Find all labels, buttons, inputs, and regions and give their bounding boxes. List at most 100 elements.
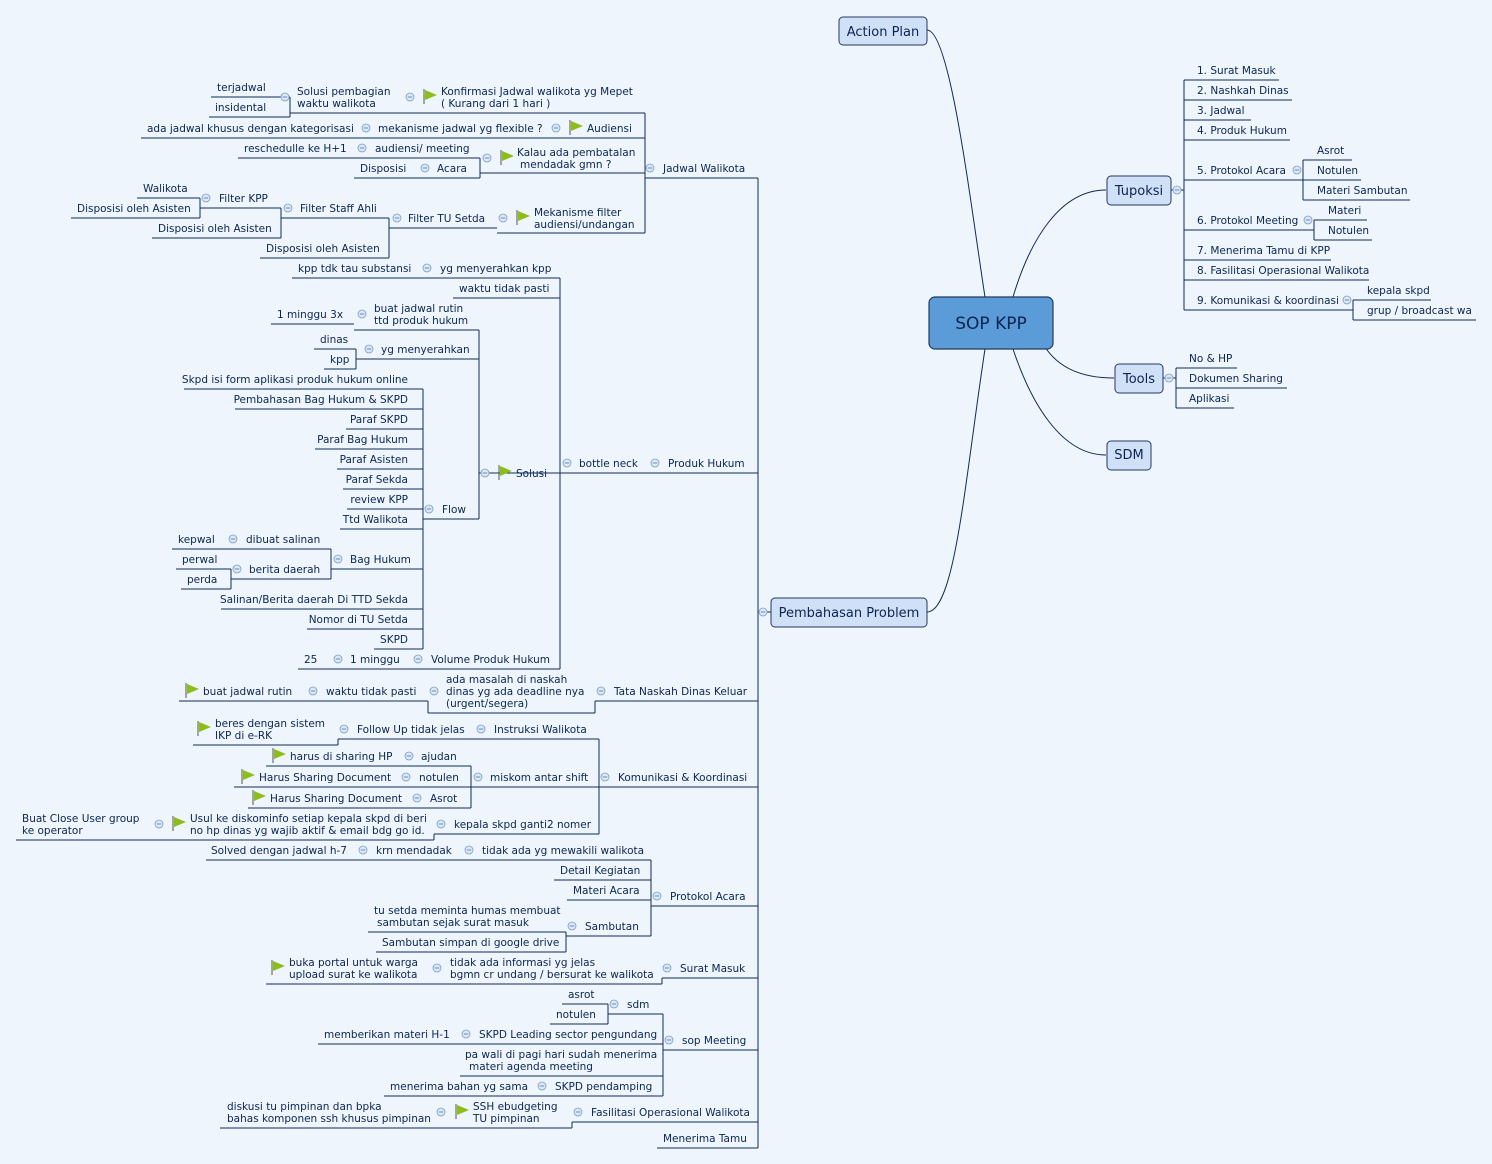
node-label[interactable]: reschedulle ke H+1 xyxy=(244,143,347,155)
collapse-icon[interactable] xyxy=(464,845,474,855)
collapse-icon[interactable] xyxy=(424,504,434,514)
node-label[interactable]: mendadak gmn ? xyxy=(520,159,611,171)
node-label[interactable]: Menerima Tamu xyxy=(663,1133,747,1145)
node-label[interactable]: sop Meeting xyxy=(682,1035,746,1047)
node-label[interactable]: Solusi pembagian xyxy=(297,86,391,98)
collapse-icon[interactable] xyxy=(652,891,662,901)
collapse-icon[interactable] xyxy=(228,534,238,544)
collapse-icon[interactable] xyxy=(480,468,490,478)
collapse-icon[interactable] xyxy=(1342,295,1352,305)
node-label[interactable]: beres dengan sistem xyxy=(215,718,325,730)
node-label[interactable]: 8. Fasilitasi Operasional Walikota xyxy=(1197,265,1369,277)
node-label[interactable]: asrot xyxy=(568,989,595,1001)
node-label[interactable]: Konfirmasi Jadwal walikota yg Mepet xyxy=(441,86,633,98)
collapse-icon[interactable] xyxy=(596,686,606,696)
node-label[interactable]: kpp xyxy=(330,354,350,366)
node-label[interactable]: Harus Sharing Document xyxy=(259,772,391,784)
node-label[interactable]: 1. Surat Masuk xyxy=(1197,65,1277,77)
node-label[interactable]: mekanisme jadwal yg flexible ? xyxy=(378,123,543,135)
node-label[interactable]: ada masalah di naskah xyxy=(446,674,567,686)
node-label[interactable]: berita daerah xyxy=(249,564,320,576)
flow-step[interactable]: Ttd Walikota xyxy=(342,514,408,526)
collapse-icon[interactable] xyxy=(662,963,672,973)
node-label[interactable]: Filter TU Setda xyxy=(408,213,485,225)
node-label[interactable]: Tata Naskah Dinas Keluar xyxy=(613,686,748,698)
node-label[interactable]: No & HP xyxy=(1189,353,1232,365)
collapse-icon[interactable] xyxy=(1292,165,1302,175)
collapse-icon[interactable] xyxy=(308,686,318,696)
node-label[interactable]: Fasilitasi Operasional Walikota xyxy=(591,1107,750,1119)
topic-tupoksi[interactable]: Tupoksi xyxy=(1106,175,1172,206)
node-label[interactable]: Bag Hukum xyxy=(350,554,411,566)
node-label[interactable]: menerima bahan yg sama xyxy=(390,1081,528,1093)
node-label[interactable]: tidak ada informasi yg jelas xyxy=(450,957,595,969)
node-label[interactable]: kepala skpd xyxy=(1367,285,1430,297)
node-label[interactable]: Materi Sambutan xyxy=(1317,185,1408,197)
node-label[interactable]: Buat Close User group xyxy=(22,813,140,825)
collapse-icon[interactable] xyxy=(339,724,349,734)
node-label[interactable]: kepala skpd ganti2 nomer xyxy=(454,819,592,831)
node-label[interactable]: Produk Hukum xyxy=(668,458,745,470)
collapse-icon[interactable] xyxy=(476,724,486,734)
node-label[interactable]: Follow Up tidak jelas xyxy=(357,724,465,736)
collapse-icon[interactable] xyxy=(412,793,422,803)
collapse-icon[interactable] xyxy=(405,92,415,102)
node-label[interactable]: ajudan xyxy=(421,751,457,763)
node-label[interactable]: Flow xyxy=(442,504,466,516)
node-label[interactable]: 1 minggu xyxy=(350,654,400,666)
node-label[interactable]: perwal xyxy=(182,554,217,566)
node-label[interactable]: Disposisi xyxy=(360,163,406,175)
node-label[interactable]: sambutan sejak surat masuk xyxy=(377,917,530,929)
node-label[interactable]: 7. Menerima Tamu di KPP xyxy=(1197,245,1330,257)
flow-step[interactable]: Paraf Asisten xyxy=(340,454,408,466)
node-label[interactable]: bgmn cr undang / bersurat ke walikota xyxy=(450,969,654,981)
node-label[interactable]: tu setda meminta humas membuat xyxy=(374,905,561,917)
node-label[interactable]: 6. Protokol Meeting xyxy=(1197,215,1298,227)
node-label[interactable]: no hp dinas yg wajib aktif & email bdg g… xyxy=(190,825,425,837)
collapse-icon[interactable] xyxy=(567,921,577,931)
node-label[interactable]: Sambutan simpan di google drive xyxy=(382,937,559,949)
node-label[interactable]: SKPD pendamping xyxy=(555,1081,652,1093)
node-label[interactable]: krn mendadak xyxy=(376,845,453,857)
node-label[interactable]: Disposisi oleh Asisten xyxy=(266,243,380,255)
collapse-icon[interactable] xyxy=(392,213,402,223)
node-label[interactable]: buat jadwal rutin xyxy=(374,303,463,315)
node-label[interactable]: dinas yg ada deadline nya xyxy=(446,686,584,698)
collapse-icon[interactable] xyxy=(283,203,293,213)
collapse-icon[interactable] xyxy=(432,963,442,973)
node-label[interactable]: SKPD Leading sector pengundang xyxy=(479,1029,657,1041)
collapse-icon[interactable] xyxy=(401,772,411,782)
node-label[interactable]: notulen xyxy=(556,1009,596,1021)
node-label[interactable]: grup / broadcast wa xyxy=(1367,305,1472,317)
node-label[interactable]: Kalau ada pembatalan xyxy=(517,147,635,159)
collapse-icon[interactable] xyxy=(645,163,655,173)
node-label[interactable]: ada jadwal khusus dengan kategorisasi xyxy=(147,123,354,135)
collapse-icon[interactable] xyxy=(436,1107,446,1117)
node-label[interactable]: Protokol Acara xyxy=(670,891,746,903)
collapse-icon[interactable] xyxy=(537,1081,547,1091)
node-label[interactable]: bahas komponen ssh khusus pimpinan xyxy=(227,1113,431,1125)
node-label[interactable]: Asrot xyxy=(1317,145,1344,157)
collapse-icon[interactable] xyxy=(1303,215,1313,225)
node-label[interactable]: Surat Masuk xyxy=(680,963,746,975)
node-label[interactable]: audiensi/undangan xyxy=(534,219,635,231)
collapse-icon[interactable] xyxy=(461,1029,471,1039)
collapse-icon[interactable] xyxy=(436,819,446,829)
collapse-icon[interactable] xyxy=(333,554,343,564)
node-label[interactable]: kepwal xyxy=(178,534,215,546)
node-label[interactable]: Nomor di TU Setda xyxy=(309,614,408,626)
collapse-icon[interactable] xyxy=(664,1035,674,1045)
node-label[interactable]: 9. Komunikasi & koordinasi xyxy=(1197,295,1339,307)
collapse-icon[interactable] xyxy=(562,458,572,468)
collapse-icon[interactable] xyxy=(1164,373,1174,383)
node-label[interactable]: yg menyerahkan xyxy=(381,344,470,356)
node-label[interactable]: Dokumen Sharing xyxy=(1189,373,1283,385)
node-label[interactable]: Harus Sharing Document xyxy=(270,793,402,805)
node-label[interactable]: Filter Staff Ahli xyxy=(300,203,377,215)
collapse-icon[interactable] xyxy=(498,213,508,223)
collapse-icon[interactable] xyxy=(429,686,439,696)
node-label[interactable]: SKPD xyxy=(380,634,408,646)
node-label[interactable]: yg menyerahkan kpp xyxy=(440,263,552,275)
node-label[interactable]: waktu tidak pasti xyxy=(459,283,549,295)
node-label[interactable]: upload surat ke walikota xyxy=(289,969,417,981)
